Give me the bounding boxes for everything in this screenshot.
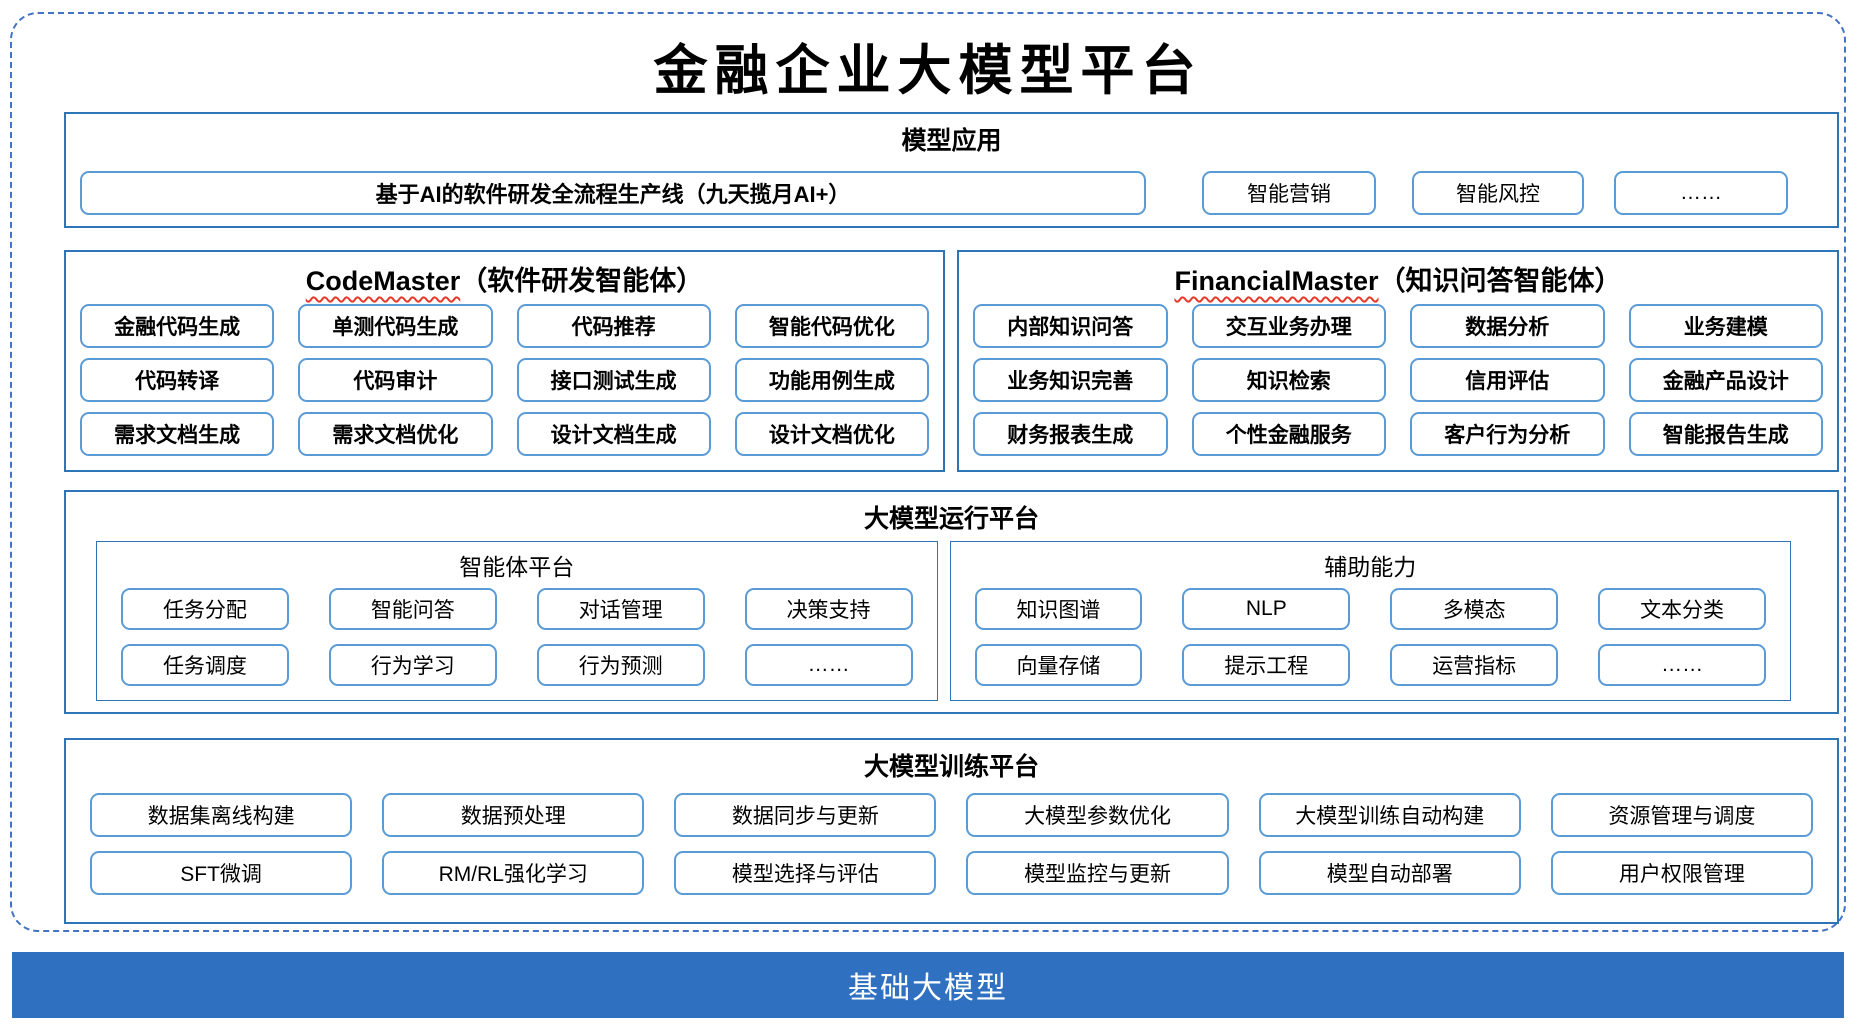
training-item: 资源管理与调度 (1550, 793, 1813, 837)
aux-ability-item: 提示工程 (1182, 644, 1351, 686)
agent-platform-header: 智能体平台 (459, 554, 575, 580)
model-applications-row: 基于AI的软件研发全流程生产线（九天揽月AI+） 智能营销 智能风控 …… (66, 157, 1837, 215)
financialmaster-item: 客户行为分析 (1410, 412, 1605, 456)
financialmaster-item: 智能报告生成 (1628, 412, 1823, 456)
codemaster-item: 单测代码生成 (298, 304, 493, 348)
agent-platform-item: 任务分配 (121, 588, 289, 630)
app-item-smart-marketing: 智能营销 (1202, 171, 1376, 215)
codemaster-subtitle: （软件研发智能体） (460, 266, 704, 296)
section-training-header: 大模型训练平台 (863, 753, 1039, 781)
financialmaster-item: 内部知识问答 (973, 304, 1168, 348)
codemaster-item: 代码推荐 (516, 304, 711, 348)
aux-ability-item: 多模态 (1390, 588, 1559, 630)
agent-platform-item: 行为预测 (536, 644, 705, 686)
aux-ability-header: 辅助能力 (1324, 554, 1417, 580)
section-model-applications: 模型应用 基于AI的软件研发全流程生产线（九天揽月AI+） 智能营销 智能风控 … (64, 112, 1839, 228)
runtime-panels: 智能体平台 任务分配 智能问答 对话管理 决策支持 任务调度 行为学习 行为预测… (66, 535, 1837, 701)
app-item-ai-pipeline: 基于AI的软件研发全流程生产线（九天揽月AI+） (80, 171, 1146, 215)
agent-platform-item: 对话管理 (536, 588, 705, 630)
codemaster-item: 智能代码优化 (734, 304, 929, 348)
section-runtime-header: 大模型运行平台 (863, 505, 1039, 533)
agent-platform-item: 决策支持 (744, 588, 913, 630)
financialmaster-item: 信用评估 (1410, 358, 1605, 402)
aux-ability-item: 知识图谱 (974, 588, 1143, 630)
section-runtime-platform: 大模型运行平台 智能体平台 任务分配 智能问答 对话管理 决策支持 任务调度 行… (64, 490, 1839, 714)
section-model-applications-header: 模型应用 (901, 127, 1002, 155)
codemaster-item: 设计文档优化 (734, 412, 929, 456)
agent-platform-item: 任务调度 (121, 644, 289, 686)
financialmaster-item: 交互业务办理 (1191, 304, 1386, 348)
section-codemaster: CodeMaster（软件研发智能体） 金融代码生成 单测代码生成 代码推荐 智… (64, 250, 945, 472)
subpanel-aux-ability: 辅助能力 知识图谱 NLP 多模态 文本分类 向量存储 提示工程 运营指标 …… (949, 541, 1791, 701)
aux-ability-item: NLP (1182, 588, 1351, 630)
section-training-platform: 大模型训练平台 数据集离线构建 数据预处理 数据同步与更新 大模型参数优化 大模… (64, 738, 1839, 924)
codemaster-item: 功能用例生成 (734, 358, 929, 402)
aux-ability-item: 向量存储 (974, 644, 1143, 686)
outer-dashed-border (10, 12, 1846, 932)
aux-ability-item: 运营指标 (1390, 644, 1559, 686)
training-item: 大模型参数优化 (966, 793, 1229, 837)
financialmaster-item: 数据分析 (1410, 304, 1605, 348)
codemaster-item: 需求文档优化 (298, 412, 493, 456)
training-item: 模型选择与评估 (674, 851, 937, 895)
agent-platform-item-ellipsis: …… (744, 644, 913, 686)
training-item: 数据预处理 (382, 793, 645, 837)
section-codemaster-header: CodeMaster（软件研发智能体） (66, 252, 943, 298)
training-item: 数据同步与更新 (674, 793, 937, 837)
subpanel-agent-platform: 智能体平台 任务分配 智能问答 对话管理 决策支持 任务调度 行为学习 行为预测… (96, 541, 938, 701)
codemaster-item: 代码审计 (298, 358, 493, 402)
training-item: 模型监控与更新 (966, 851, 1229, 895)
training-item: 模型自动部署 (1258, 851, 1521, 895)
app-item-ellipsis: …… (1614, 171, 1788, 215)
training-grid: 数据集离线构建 数据预处理 数据同步与更新 大模型参数优化 大模型训练自动构建 … (66, 783, 1837, 895)
foundation-model-bar: 基础大模型 (12, 952, 1844, 1018)
agent-platform-item: 行为学习 (328, 644, 497, 686)
page-title: 金融企业大模型平台 (653, 41, 1203, 101)
section-financialmaster-header: FinancialMaster（知识问答智能体） (959, 252, 1837, 298)
training-item: 大模型训练自动构建 (1258, 793, 1521, 837)
agent-platform-grid: 任务分配 智能问答 对话管理 决策支持 任务调度 行为学习 行为预测 …… (97, 582, 937, 686)
codemaster-item: 需求文档生成 (80, 412, 275, 456)
training-item: 数据集离线构建 (90, 793, 353, 837)
aux-ability-grid: 知识图谱 NLP 多模态 文本分类 向量存储 提示工程 运营指标 …… (951, 582, 1791, 686)
training-item: RM/RL强化学习 (382, 851, 645, 895)
training-item: SFT微调 (90, 851, 353, 895)
codemaster-grid: 金融代码生成 单测代码生成 代码推荐 智能代码优化 代码转译 代码审计 接口测试… (66, 298, 943, 456)
financialmaster-item: 知识检索 (1191, 358, 1386, 402)
codemaster-item: 金融代码生成 (80, 304, 275, 348)
financialmaster-item: 业务知识完善 (973, 358, 1168, 402)
training-item: 用户权限管理 (1550, 851, 1813, 895)
financialmaster-item: 财务报表生成 (973, 412, 1168, 456)
financialmaster-grid: 内部知识问答 交互业务办理 数据分析 业务建模 业务知识完善 知识检索 信用评估… (959, 298, 1837, 456)
financialmaster-item: 个性金融服务 (1191, 412, 1386, 456)
financialmaster-subtitle: （知识问答智能体） (1378, 266, 1622, 296)
aux-ability-item: 文本分类 (1598, 588, 1766, 630)
aux-ability-item-ellipsis: …… (1598, 644, 1766, 686)
financialmaster-item: 金融产品设计 (1628, 358, 1823, 402)
app-item-smart-risk-control: 智能风控 (1412, 171, 1584, 215)
financialmaster-item: 业务建模 (1628, 304, 1823, 348)
codemaster-name: CodeMaster (305, 266, 461, 296)
agent-platform-item: 智能问答 (328, 588, 497, 630)
codemaster-item: 代码转译 (80, 358, 275, 402)
financialmaster-name: FinancialMaster (1174, 266, 1379, 296)
section-financialmaster: FinancialMaster（知识问答智能体） 内部知识问答 交互业务办理 数… (957, 250, 1839, 472)
codemaster-item: 接口测试生成 (516, 358, 711, 402)
codemaster-item: 设计文档生成 (516, 412, 711, 456)
